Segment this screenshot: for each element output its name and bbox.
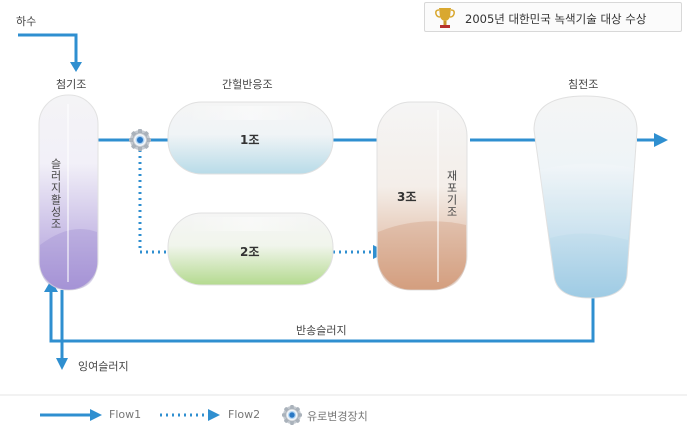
legend-flow2-arrow <box>208 409 220 421</box>
flow2-lines <box>138 150 372 254</box>
primary-tank <box>38 94 99 291</box>
arrow-outflow <box>654 133 668 147</box>
reactor-2-label: 2조 <box>240 245 260 259</box>
award-text: 2005년 대한민국 녹색기술 대상 수상 <box>465 12 647 26</box>
arrow-into-primary <box>70 62 82 72</box>
legend-valve-label: 유로변경장치 <box>307 410 368 423</box>
valve-icon <box>129 129 151 151</box>
settling-tank-label: 침전조 <box>568 78 599 91</box>
return-sludge-label: 반송슬러지 <box>296 324 347 337</box>
inflow-line <box>18 33 78 62</box>
flow2-valve-to-r2 <box>138 150 168 254</box>
reactor-3 <box>376 101 468 291</box>
reactor-1 <box>167 101 334 175</box>
reaeration-tank-label: 재포기조 <box>445 170 458 218</box>
legend-flow1-label: Flow1 <box>109 408 142 421</box>
inflow-label: 하수 <box>16 15 37 28</box>
sludge-activation-label: 슬러지활성조 <box>49 158 62 230</box>
reactor-3-label: 3조 <box>397 190 417 204</box>
return-sludge-line <box>49 290 595 343</box>
legend-flow1-arrow <box>90 409 102 421</box>
excess-sludge-label: 잉여슬러지 <box>78 360 129 373</box>
legend-graphics <box>40 405 302 425</box>
award-box: 2005년 대한민국 녹색기술 대상 수상 <box>424 2 682 32</box>
intermittent-reactor-label: 간헐반응조 <box>222 78 273 91</box>
legend-valve-icon <box>282 405 302 425</box>
legend-flow2-label: Flow2 <box>228 408 261 421</box>
arrow-excess-down <box>56 358 68 370</box>
reactor-2 <box>167 212 334 286</box>
arrow-return-up <box>44 280 58 292</box>
settling-tank <box>533 95 638 299</box>
reactor-1-label: 1조 <box>240 133 260 147</box>
primary-tank-label: 첨기조 <box>56 78 87 91</box>
trophy-icon <box>435 8 455 28</box>
